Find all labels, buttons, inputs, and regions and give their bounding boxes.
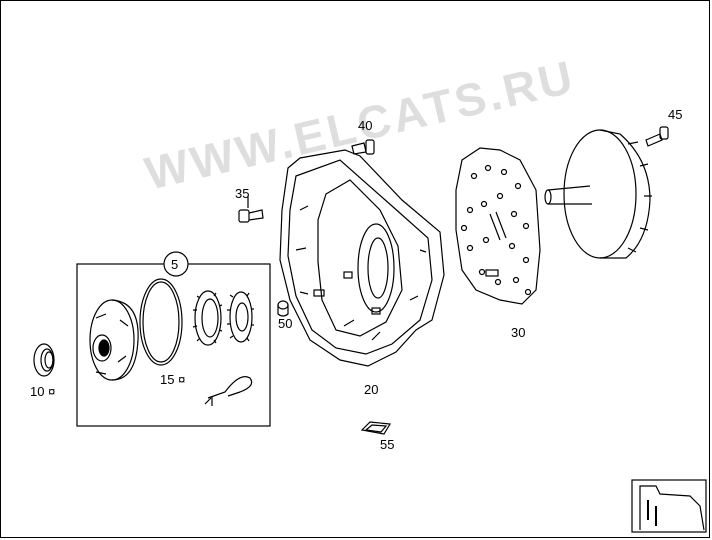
- callout-30: 30: [511, 325, 526, 340]
- gear-ring-inner-part: [227, 291, 254, 343]
- seal-ring-part: [33, 343, 55, 377]
- callout-50: 50: [278, 316, 293, 331]
- callout-55: 55: [380, 437, 395, 452]
- oil-pump-part: [89, 299, 139, 381]
- callout-circle-5: [163, 251, 189, 277]
- valve-plate-part: [455, 147, 541, 305]
- gear-ring-outer-part: [192, 290, 223, 346]
- callout-20: 20: [364, 382, 379, 397]
- bolt-45-part: [645, 126, 669, 147]
- gasket-55-part: [360, 421, 392, 435]
- transmission-outline-icon: [631, 479, 707, 533]
- callout-45: 45: [668, 107, 683, 122]
- callout-5: 5: [171, 257, 179, 272]
- bolt-35-part: [238, 209, 264, 223]
- torque-converter-part: [544, 129, 652, 259]
- callout-35: 35: [235, 186, 250, 201]
- callout-40: 40: [358, 118, 373, 133]
- clip-part: [204, 376, 253, 406]
- o-ring-part: [139, 278, 183, 366]
- bolt-40-part: [351, 139, 375, 155]
- callout-10: 10 ¤: [30, 384, 56, 399]
- transmission-housing-part: [279, 149, 445, 367]
- callout-15: 15 ¤: [160, 372, 186, 387]
- plug-50-part: [277, 300, 289, 317]
